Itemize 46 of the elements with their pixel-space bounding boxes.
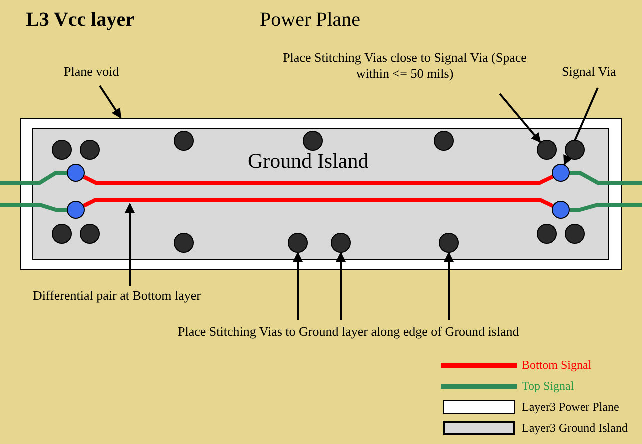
stitching-via [288, 233, 308, 253]
stitching-via [439, 233, 459, 253]
stitching-via [80, 224, 100, 244]
leader-arrow [336, 252, 346, 320]
stitching-via [303, 131, 323, 151]
plane-void-area [20, 118, 622, 270]
leader-arrow [444, 252, 454, 320]
annotation-text: Place Stitching Vias close to Signal Via (Space within <= 50 mils) [272, 50, 538, 82]
leader-arrow [499, 93, 542, 144]
stitching-via [537, 140, 557, 160]
stitching-via [52, 140, 72, 160]
legend-text: Layer3 Ground Island [522, 420, 628, 436]
diagram-title: L3 Vcc layer [26, 8, 134, 32]
signal-trace [570, 203, 642, 212]
leader-arrow [99, 85, 122, 119]
signal-trace [0, 203, 67, 212]
signal-trace [83, 198, 554, 208]
annotation-text: Plane void [64, 64, 154, 80]
legend-text: Top Signal [522, 378, 574, 394]
stitching-via [565, 140, 585, 160]
leader-arrow [564, 88, 599, 166]
stitching-via [52, 224, 72, 244]
signal-trace [570, 171, 642, 185]
stitching-via [174, 233, 194, 253]
stitching-via [331, 233, 351, 253]
stitching-via [537, 224, 557, 244]
leader-arrow [293, 252, 303, 320]
legend-text: Bottom Signal [522, 357, 592, 373]
annotation-text: Differential pair at Bottom layer [33, 288, 273, 304]
signal-via [67, 201, 85, 219]
annotation-text: Place Stitching Vias to Ground layer along edge of Ground island [178, 324, 618, 340]
signal-via [552, 164, 570, 182]
annotation-text: Signal Via [562, 64, 632, 80]
stitching-via [434, 131, 454, 151]
signal-via [67, 164, 85, 182]
leader-arrow [125, 203, 135, 286]
plane-label: Power Plane [260, 8, 361, 32]
signal-trace [0, 171, 67, 185]
signal-trace [83, 175, 554, 185]
stitching-via [80, 140, 100, 160]
stitching-via [565, 224, 585, 244]
legend-text: Layer3 Power Plane [522, 399, 620, 415]
ground-island [32, 128, 609, 260]
signal-via [552, 201, 570, 219]
stitching-via [174, 131, 194, 151]
island-label: Ground Island [248, 149, 369, 173]
